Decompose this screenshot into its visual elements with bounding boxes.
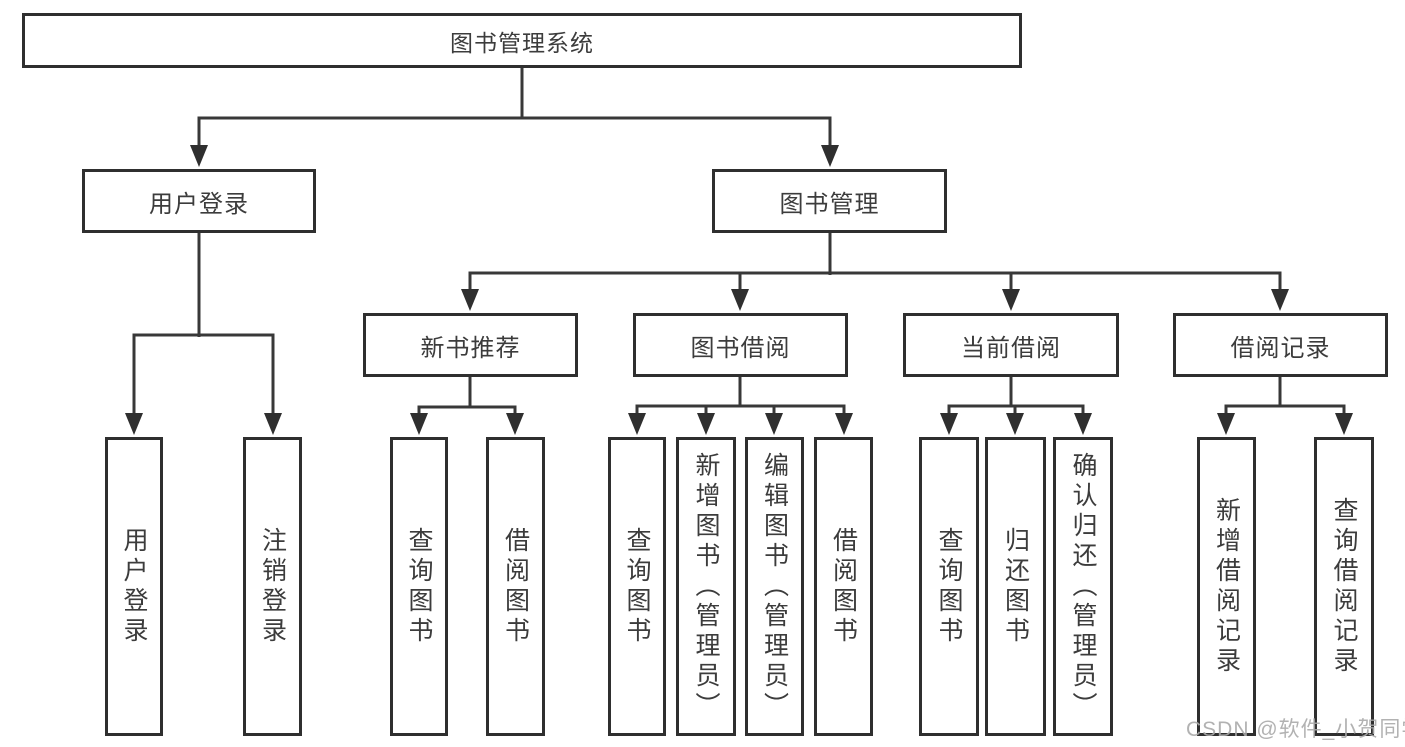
node-new-book-recommend: 新书推荐: [363, 313, 578, 377]
node-borrowing-records: 借阅记录: [1173, 313, 1388, 377]
node-label: 确认归还（管理员）: [1069, 451, 1097, 722]
leaf-logout-login: 注销登录: [243, 437, 302, 736]
csdn-watermark: CSDN @软件_小贺同学: [1186, 718, 1405, 741]
node-label: 借阅记录: [1230, 334, 1331, 362]
leaf-add-books-admin: 新增图书（管理员）: [676, 437, 736, 736]
node-user-login: 用户登录: [82, 169, 316, 233]
node-label: 查询图书: [623, 526, 651, 647]
leaf-query-books-borrowing: 查询图书: [608, 437, 666, 736]
node-label: 查询图书: [405, 526, 433, 647]
leaf-query-borrow-record: 查询借阅记录: [1314, 437, 1374, 736]
node-label: 借阅图书: [829, 526, 858, 647]
node-label: 新书推荐: [420, 334, 521, 362]
leaf-borrow-books-borrowing: 借阅图书: [814, 437, 873, 736]
leaf-borrow-books-recommend: 借阅图书: [486, 437, 545, 736]
node-label: 编辑图书（管理员）: [760, 451, 789, 722]
leaf-add-borrow-record: 新增借阅记录: [1197, 437, 1256, 736]
leaf-return-books: 归还图书: [985, 437, 1046, 736]
node-book-borrowing: 图书借阅: [633, 313, 848, 377]
node-label: 查询图书: [935, 526, 963, 647]
leaf-user-login: 用户登录: [105, 437, 163, 736]
leaf-confirm-return-admin: 确认归还（管理员）: [1053, 437, 1113, 736]
node-label: 新增借阅记录: [1212, 496, 1241, 677]
leaf-edit-books-admin: 编辑图书（管理员）: [745, 437, 804, 736]
node-label: 图书借阅: [690, 334, 791, 362]
leaf-query-books-recommend: 查询图书: [390, 437, 448, 736]
node-label: 用户登录: [149, 190, 249, 218]
node-label: 新增图书（管理员）: [692, 451, 720, 722]
node-label: 图书管理: [779, 190, 880, 218]
node-label: 查询借阅记录: [1330, 496, 1358, 677]
arrowheads: [125, 145, 1353, 435]
node-label: 用户登录: [120, 526, 148, 647]
node-label: 当前借阅: [961, 334, 1061, 362]
node-label: 图书管理系统: [450, 29, 594, 56]
node-current-borrowing: 当前借阅: [903, 313, 1119, 377]
node-library-management-system: 图书管理系统: [22, 13, 1022, 68]
node-label: 归还图书: [1001, 526, 1030, 647]
node-label: 借阅图书: [501, 526, 530, 647]
leaf-query-books-current: 查询图书: [919, 437, 979, 736]
node-label: 注销登录: [258, 526, 287, 647]
node-book-management: 图书管理: [712, 169, 947, 233]
